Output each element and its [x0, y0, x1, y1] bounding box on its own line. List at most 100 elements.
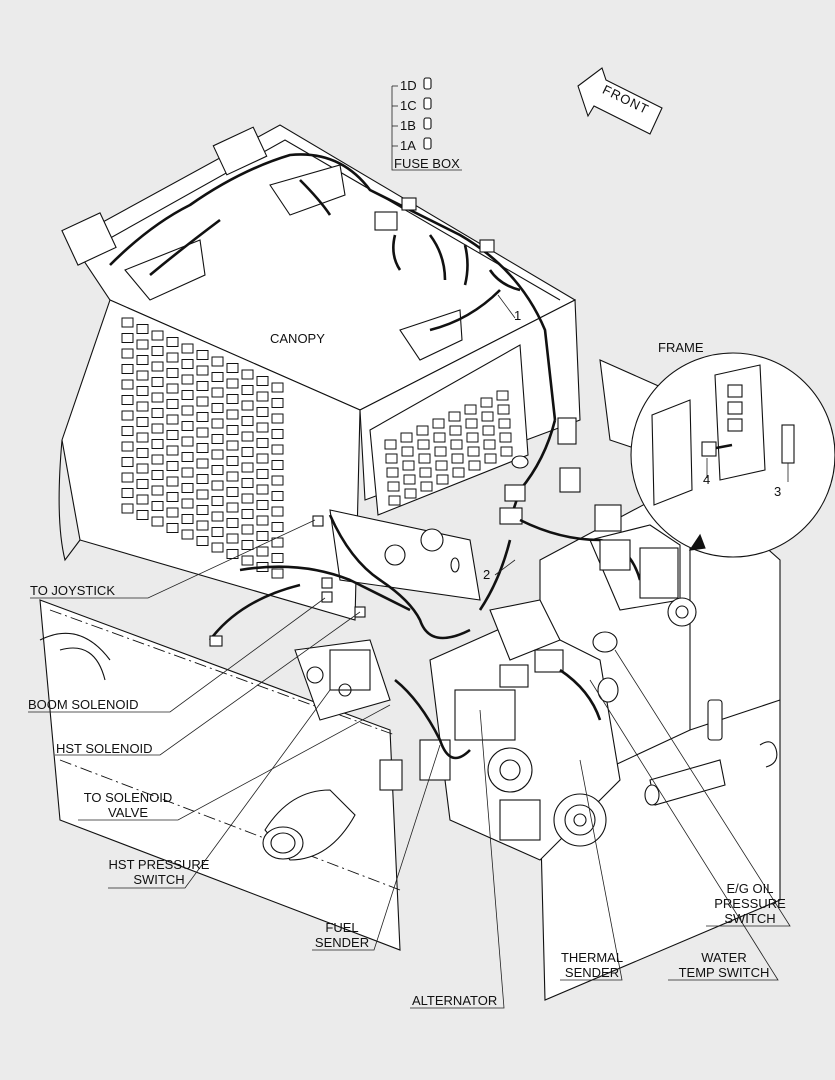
- grille-slot: [196, 365, 209, 376]
- grille-slot: [166, 352, 179, 363]
- grille-slot: [181, 390, 194, 400]
- grille-slot: [226, 394, 239, 404]
- grille-slot: [151, 346, 164, 356]
- grille-slot: [241, 369, 254, 380]
- grille-slot: [121, 457, 134, 467]
- grille-slot: [226, 502, 239, 513]
- grille-slot: [121, 379, 134, 390]
- front-arrow-icon: [577, 67, 663, 135]
- grille-slot: [419, 467, 432, 478]
- grille-slot: [181, 405, 194, 416]
- grille-slot: [450, 439, 463, 450]
- grille-slot: [256, 407, 269, 417]
- grille-slot: [241, 555, 254, 566]
- grille-slot: [500, 446, 513, 457]
- grille-slot: [166, 337, 179, 347]
- grille-slot: [151, 423, 164, 434]
- grille-slot: [136, 448, 149, 458]
- callout-4: 4: [703, 472, 711, 487]
- grille-slot: [196, 474, 209, 484]
- grille-slot: [241, 400, 254, 411]
- grille-slot: [468, 460, 481, 471]
- grille-slot: [385, 453, 398, 464]
- grille-slot: [256, 500, 269, 510]
- grille-slot: [271, 506, 284, 517]
- grille-slot: [136, 324, 149, 334]
- grille-slot: [196, 443, 209, 453]
- grille-slot: [466, 432, 479, 443]
- grille-slot: [181, 359, 194, 369]
- grille-slot: [136, 417, 149, 427]
- grille-slot: [196, 505, 209, 515]
- grille-slot: [166, 523, 179, 533]
- grille-slot: [241, 431, 254, 442]
- grille-slot: [256, 515, 269, 526]
- grille-slot: [211, 542, 224, 553]
- grille-slot: [241, 509, 254, 519]
- grille-slot: [448, 411, 461, 422]
- grille-slot: [121, 364, 134, 374]
- grille-slot: [271, 537, 284, 548]
- grille-slot: [151, 516, 164, 527]
- grille-slot: [211, 403, 224, 413]
- grille-slot: [166, 445, 179, 456]
- fuse-icon: [391, 77, 462, 171]
- grille-slot: [256, 484, 269, 495]
- grille-slot: [181, 514, 194, 524]
- grille-slot: [271, 444, 284, 455]
- grille-slot: [181, 483, 194, 493]
- leader-lines: [28, 294, 791, 1009]
- grille-slot: [211, 387, 224, 398]
- grille-slot: [181, 374, 194, 385]
- hst-solenoid-label: HST SOLENOID: [56, 741, 153, 756]
- grille-slot: [121, 488, 134, 498]
- grille-slot: [226, 378, 239, 389]
- grille-slot: [196, 427, 209, 438]
- grille-slot: [388, 495, 401, 506]
- grille-slot: [211, 511, 224, 522]
- frame-detail-inset: [630, 352, 835, 558]
- grille-slot: [181, 436, 194, 447]
- grille-slot: [434, 446, 447, 457]
- grille-slot: [196, 350, 209, 360]
- grille-slot: [136, 463, 149, 474]
- grille-slot: [166, 399, 179, 409]
- grille-slot: [497, 404, 510, 415]
- fuse-box-label: FUSE BOX: [394, 156, 460, 171]
- grille-slot: [226, 363, 239, 373]
- grille-slot: [384, 439, 397, 450]
- callout-3: 3: [774, 484, 782, 499]
- grille-slot: [480, 397, 493, 408]
- grille-slot: [196, 520, 209, 531]
- frame-label: FRAME: [658, 340, 704, 355]
- grille-slot: [196, 381, 209, 391]
- grille-slot: [241, 447, 254, 457]
- grille-slot: [136, 355, 149, 365]
- grille-slot: [211, 372, 224, 382]
- grille-slot: [166, 430, 179, 440]
- grille-slot: [136, 370, 149, 381]
- grille-slot: [151, 330, 164, 341]
- grille-slot: [241, 385, 254, 395]
- grille-slot: [136, 432, 149, 443]
- grille-slot: [121, 426, 134, 436]
- grille-slot: [196, 458, 209, 469]
- grille-slot: [483, 439, 496, 450]
- grille-slot: [256, 453, 269, 464]
- grille-slot: [432, 418, 445, 429]
- grille-slot: [241, 493, 254, 504]
- grille-slot: [181, 343, 194, 354]
- boom-solenoid-label: BOOM SOLENOID: [28, 697, 139, 712]
- grille-slot: [226, 487, 239, 497]
- grille-slot: [166, 476, 179, 487]
- grille-slot: [136, 494, 149, 505]
- grille-slot: [400, 432, 413, 443]
- grille-slot: [256, 531, 269, 541]
- grille-slot: [402, 460, 415, 471]
- grille-slot: [241, 462, 254, 473]
- grille-slot: [256, 376, 269, 386]
- grille-slot: [271, 460, 284, 470]
